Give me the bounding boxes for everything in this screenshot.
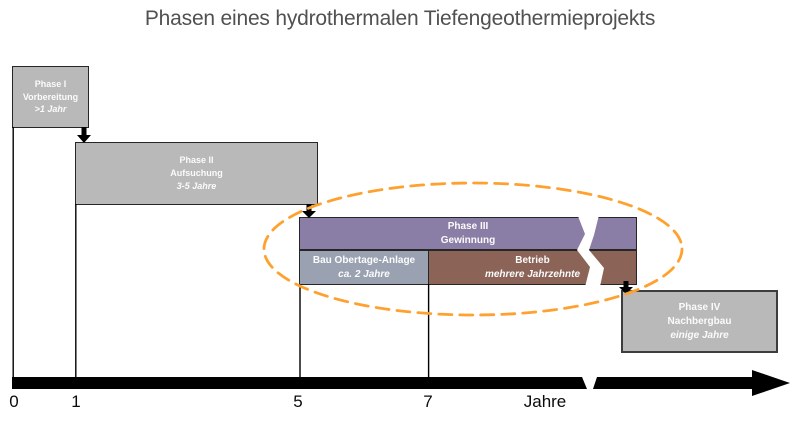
arrow-stem [306, 204, 312, 211]
axis-tick-7: 7 [423, 392, 433, 411]
phase-4-name: Phase IV [678, 301, 721, 313]
phase-1-activity: Vorbereitung [22, 91, 79, 102]
arrow-stem [81, 127, 87, 135]
operation-label: Betrieb [515, 255, 550, 266]
surface-plant-construction-duration: ca. 2 Jahre [338, 268, 390, 280]
arrow-phase2-to-phase3 [302, 204, 316, 218]
phase-2-box: Phase II Aufsuchung 3-5 Jahre [75, 142, 318, 205]
phase-3-activity: Gewinnung [440, 234, 496, 246]
time-axis-bar [12, 377, 587, 389]
phase-2-activity: Aufsuchung [170, 168, 223, 178]
diagram-title: Phasen eines hydrothermalen Tiefengeothe… [144, 7, 656, 30]
phase-3-box: Phase III Gewinnung [299, 217, 637, 250]
arrow-phase1-to-phase2 [77, 127, 91, 143]
phase-4-box: Phase IV Nachbergbau einige Jahre [621, 290, 778, 353]
axis-tick-0: 0 [9, 392, 19, 411]
operation-duration: mehrere Jahrzehnte [484, 268, 581, 280]
phase-4-duration: einige Jahre [670, 329, 729, 341]
axis-unit-label: Jahre [523, 392, 567, 411]
phase-1-box: Phase I Vorbereitung >1 Jahr [12, 66, 89, 128]
operation-box: Betrieb mehrere Jahrzehnte [428, 250, 637, 285]
phase-3-name: Phase III [447, 221, 489, 232]
surface-plant-construction-label: Bau Obertage-Anlage [312, 255, 416, 266]
phase-1-duration: >1 Jahr [34, 104, 67, 115]
axis-tick-1: 1 [71, 392, 81, 411]
phase-1-name: Phase I [34, 79, 67, 90]
phase-2-name: Phase II [179, 155, 214, 165]
phase-2-duration: 3-5 Jahre [176, 181, 217, 191]
axis-tick-5: 5 [293, 392, 303, 411]
phase-4-activity: Nachbergbau [667, 315, 732, 327]
time-axis-arrow [593, 370, 790, 396]
surface-plant-construction-box: Bau Obertage-Anlage ca. 2 Jahre [299, 250, 429, 285]
